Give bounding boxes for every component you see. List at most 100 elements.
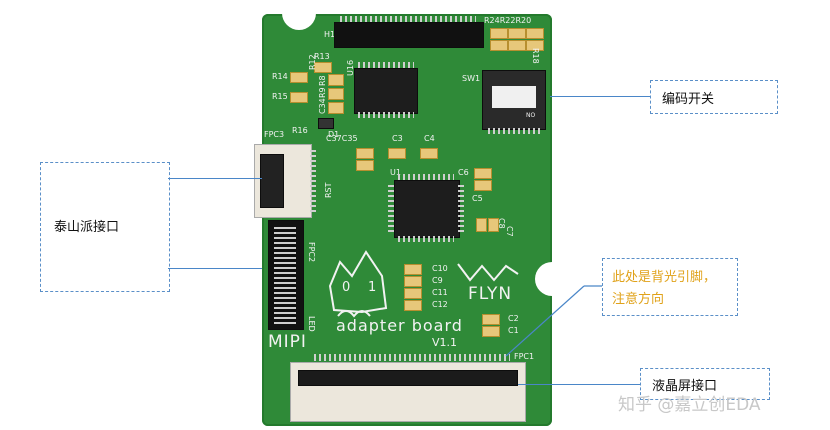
c2-label: C2 — [508, 314, 519, 323]
capacitor-c1 — [482, 326, 500, 337]
encoder-callout-label: 编码开关 — [662, 92, 715, 107]
d1-label: D1 — [328, 130, 340, 139]
resistor-r22 — [508, 28, 526, 39]
logo-left-digit: 0 — [342, 280, 351, 295]
ic-u16 — [354, 68, 418, 114]
resistor-r8 — [328, 88, 344, 100]
backlight-callout-line — [505, 285, 602, 357]
taishan-callout-label: 泰山派接口 — [54, 220, 120, 235]
backlight-callout-line2: 注意方向 — [612, 292, 665, 307]
capacitor-c12 — [404, 300, 422, 311]
fox-logo-icon — [328, 250, 388, 318]
dip-switch-pins — [488, 128, 540, 134]
resistor-r18a — [490, 40, 508, 51]
sw1-label: SW1 — [462, 74, 481, 83]
fpc1-label: FPC1 — [514, 352, 535, 361]
capacitor-c6 — [474, 168, 492, 179]
resistor-r18c — [526, 40, 544, 51]
backlight-callout-box — [602, 258, 738, 316]
fpc2-pins — [274, 224, 296, 324]
capacitor-c9 — [404, 276, 422, 287]
version-label: V1.1 — [432, 336, 458, 349]
capacitor-c8 — [476, 218, 487, 232]
flyn-label: FLYN — [468, 284, 513, 304]
r16-label: R16 — [292, 126, 308, 135]
mcu-u1 — [394, 180, 460, 238]
c3-label: C3 — [392, 134, 403, 143]
u1-label: U1 — [390, 168, 401, 177]
logo-right-digit: 1 — [368, 280, 377, 295]
backlight-callout-line1: 此处是背光引脚， — [612, 270, 717, 285]
r12-label: R12 — [308, 54, 317, 70]
dip-switch-bank — [492, 86, 536, 108]
encoder-callout-line — [550, 96, 650, 97]
mipi-label: MIPI — [268, 332, 307, 352]
capacitor-c2 — [482, 314, 500, 325]
capacitor-c10 — [404, 264, 422, 275]
c10-label: C10 — [432, 264, 448, 273]
fpc3-pins — [310, 148, 316, 212]
pcb-board: H1 R24R22R20 R18 R13 R14 R15 R12 R8 R9 C… — [254, 0, 569, 426]
c4-label: C4 — [424, 134, 435, 143]
resistor-r24 — [490, 28, 508, 39]
watermark: 知乎 @嘉立创EDA — [618, 395, 761, 415]
c34-label: C34 — [318, 98, 327, 114]
c11-label: C11 — [432, 288, 448, 297]
mcu-pins-bottom — [398, 236, 454, 242]
mcu-pins-right — [458, 184, 464, 232]
fpc2-label: FPC2 — [307, 242, 316, 263]
r14-label: R14 — [272, 72, 288, 81]
pin-header — [334, 22, 484, 48]
capacitor-c3 — [388, 148, 406, 159]
mcu-pins-top — [398, 174, 454, 180]
fpc3-slot — [260, 154, 284, 208]
ic-u16-pins-top — [358, 62, 414, 68]
fpc1-latch — [298, 370, 518, 386]
lcd-callout-label: 液晶屏接口 — [652, 379, 718, 394]
encoder-callout-box — [650, 80, 778, 114]
resistor-r15 — [290, 92, 308, 103]
c7-label: C7 — [505, 226, 514, 237]
c6-label: C6 — [458, 168, 469, 177]
c12-label: C12 — [432, 300, 448, 309]
capacitor-c34 — [328, 102, 344, 114]
header-label: H1 — [324, 30, 336, 39]
resistor-r14 — [290, 72, 308, 83]
fpc3-label: FPC3 — [264, 130, 285, 139]
capacitor-c11 — [404, 288, 422, 299]
board-notch-right — [535, 262, 569, 296]
caps-row-label: C37C35 — [326, 134, 358, 143]
r9-label: R9 — [318, 87, 327, 98]
board-notch-top — [282, 0, 316, 30]
rst-label: RST — [324, 182, 333, 198]
taishan-callout-line-lower — [168, 268, 262, 269]
c9-label: C9 — [432, 276, 443, 285]
adapter-board-label: adapter board — [336, 316, 463, 335]
lcd-callout-line — [518, 384, 640, 385]
flyn-wing-icon — [457, 263, 519, 282]
fpc1-pins — [314, 354, 510, 361]
diode-d1 — [318, 118, 334, 129]
capacitor-c7 — [488, 218, 499, 232]
r18-label: R18 — [531, 48, 540, 64]
r13-label: R13 — [314, 52, 330, 61]
resistor-r13 — [314, 62, 332, 73]
c5-label: C5 — [472, 194, 483, 203]
resistor-r12 — [328, 74, 344, 86]
lcd-callout-box — [640, 368, 770, 400]
resistor-r20 — [526, 28, 544, 39]
header-pins — [340, 16, 476, 22]
resistors-top-label: R24R22R20 — [484, 16, 532, 25]
ic-u16-pins-bottom — [358, 112, 414, 118]
led-label: LED — [307, 316, 316, 332]
switch-no-label: NO — [526, 112, 536, 119]
capacitor-c4 — [420, 148, 438, 159]
capacitor-c35 — [356, 160, 374, 171]
capacitor-c37 — [356, 148, 374, 159]
r8-label: R8 — [318, 75, 327, 86]
c1-label: C1 — [508, 326, 519, 335]
r15-label: R15 — [272, 92, 288, 101]
taishan-callout-box — [40, 162, 170, 292]
taishan-callout-line-upper — [168, 178, 262, 179]
resistor-r18b — [508, 40, 526, 51]
